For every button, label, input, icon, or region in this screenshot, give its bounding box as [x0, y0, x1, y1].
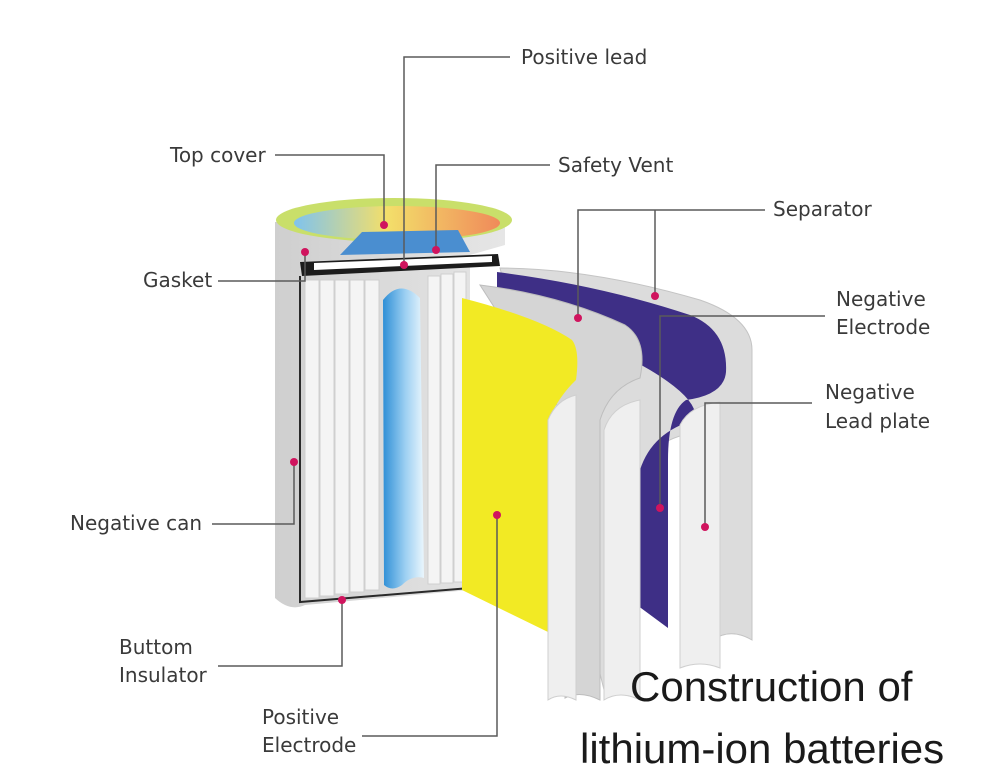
- caption-line-2: lithium-ion batteries: [580, 725, 944, 772]
- leader-safety-vent: [435, 164, 550, 250]
- label-buttom-insulator-1: Buttom: [119, 635, 193, 659]
- leader-separator: [577, 209, 765, 318]
- caption-line-1: Construction of: [630, 663, 913, 710]
- dot-positive-lead: [400, 261, 408, 269]
- label-positive-lead: Positive lead: [521, 45, 647, 69]
- leader-negative-lead-plate: [704, 402, 812, 527]
- leader-positive-electrode: [362, 515, 498, 737]
- dot-safety-vent: [432, 246, 440, 254]
- leader-negative-can: [212, 462, 295, 525]
- marker-dots: [290, 221, 709, 604]
- leader-lines: [212, 56, 825, 737]
- leader-positive-lead: [403, 56, 510, 265]
- label-top-cover: Top cover: [169, 143, 266, 167]
- leader-top-cover: [275, 154, 385, 225]
- dot-gasket: [301, 248, 309, 256]
- leader-buttom-insulator: [218, 600, 343, 667]
- label-negative-electrode-2: Electrode: [836, 315, 930, 339]
- caption: Construction of lithium-ion batteries: [580, 663, 944, 772]
- label-safety-vent: Safety Vent: [558, 153, 673, 177]
- dot-positive-electrode: [493, 511, 501, 519]
- dot-negative-can: [290, 458, 298, 466]
- labels: Positive lead Top cover Safety Vent Sepa…: [70, 45, 930, 757]
- positive-electrode-sheet: [462, 298, 578, 632]
- label-negative-electrode-1: Negative: [836, 287, 926, 311]
- dot-negative-lead-plate: [701, 523, 709, 531]
- separator-inner: [479, 284, 643, 701]
- label-negative-lead-plate-2: Lead plate: [825, 409, 930, 433]
- label-positive-electrode-1: Positive: [262, 705, 339, 729]
- label-gasket: Gasket: [143, 268, 212, 292]
- dot-separator-2: [651, 292, 659, 300]
- wound-layers-right: [427, 271, 467, 585]
- sheet-fold-1: [547, 394, 577, 701]
- label-negative-can: Negative can: [70, 511, 202, 535]
- dot-negative-electrode: [656, 504, 664, 512]
- leader-gasket: [218, 252, 306, 282]
- sheet-fold-3: [679, 401, 721, 669]
- inner-can-wall: [299, 276, 471, 604]
- dot-separator-1: [574, 314, 582, 322]
- dot-buttom-insulator: [338, 596, 346, 604]
- sheet-fold-2: [603, 399, 641, 701]
- label-positive-electrode-2: Electrode: [262, 733, 356, 757]
- negative-electrode-sheet: [497, 272, 727, 628]
- dot-top-cover: [380, 221, 388, 229]
- center-core: [383, 288, 424, 589]
- label-buttom-insulator-2: Insulator: [119, 663, 208, 687]
- leader-negative-electrode: [659, 315, 825, 508]
- wound-layers-left: [304, 279, 380, 599]
- battery-illustration: [275, 198, 753, 701]
- label-negative-lead-plate-1: Negative: [825, 380, 915, 404]
- label-separator: Separator: [773, 197, 873, 221]
